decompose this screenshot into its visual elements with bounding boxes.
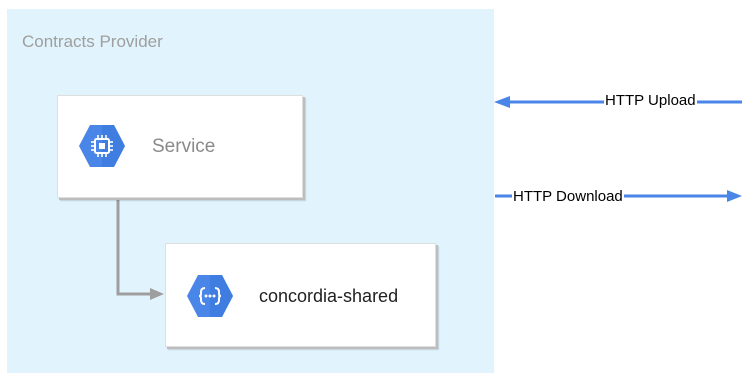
service-to-shared-arrowhead [150,288,164,300]
provider-title: Contracts Provider [22,32,163,51]
cloud-functions-icon [187,275,233,317]
service-node[interactable]: Service [57,95,303,198]
compute-engine-chip-icon [79,125,125,167]
concordia-shared-node[interactable]: concordia-shared [165,243,436,347]
http-upload-label: HTTP Upload [604,92,697,109]
http-download-arrowhead [727,190,742,202]
concordia-shared-node-label: concordia-shared [259,286,399,306]
service-node-label: Service [152,136,216,157]
service-to-shared-connector [116,197,152,296]
http-download-label: HTTP Download [512,188,624,205]
http-upload-arrowhead [494,96,510,108]
